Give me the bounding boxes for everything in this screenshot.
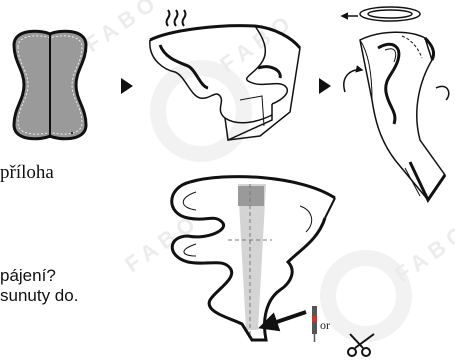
question-label: pájení? [0,266,56,286]
step-1-cushion [14,31,86,139]
hot-knife-icon [312,306,317,342]
insert-arrow [262,312,306,327]
step-4-trim [172,177,335,340]
triangle-right-icon [121,78,133,94]
scissors-icon [348,334,374,356]
attachment-label: příloha [0,162,54,184]
step-3-roll [342,7,449,200]
heat-waves-icon [167,10,186,26]
rotate-ellipse [360,7,420,21]
step-2-heat-fold [150,10,300,140]
or-label: or [320,318,330,333]
pushed-label: sunuty do. [0,286,78,306]
triangle-right-icon [319,78,331,94]
